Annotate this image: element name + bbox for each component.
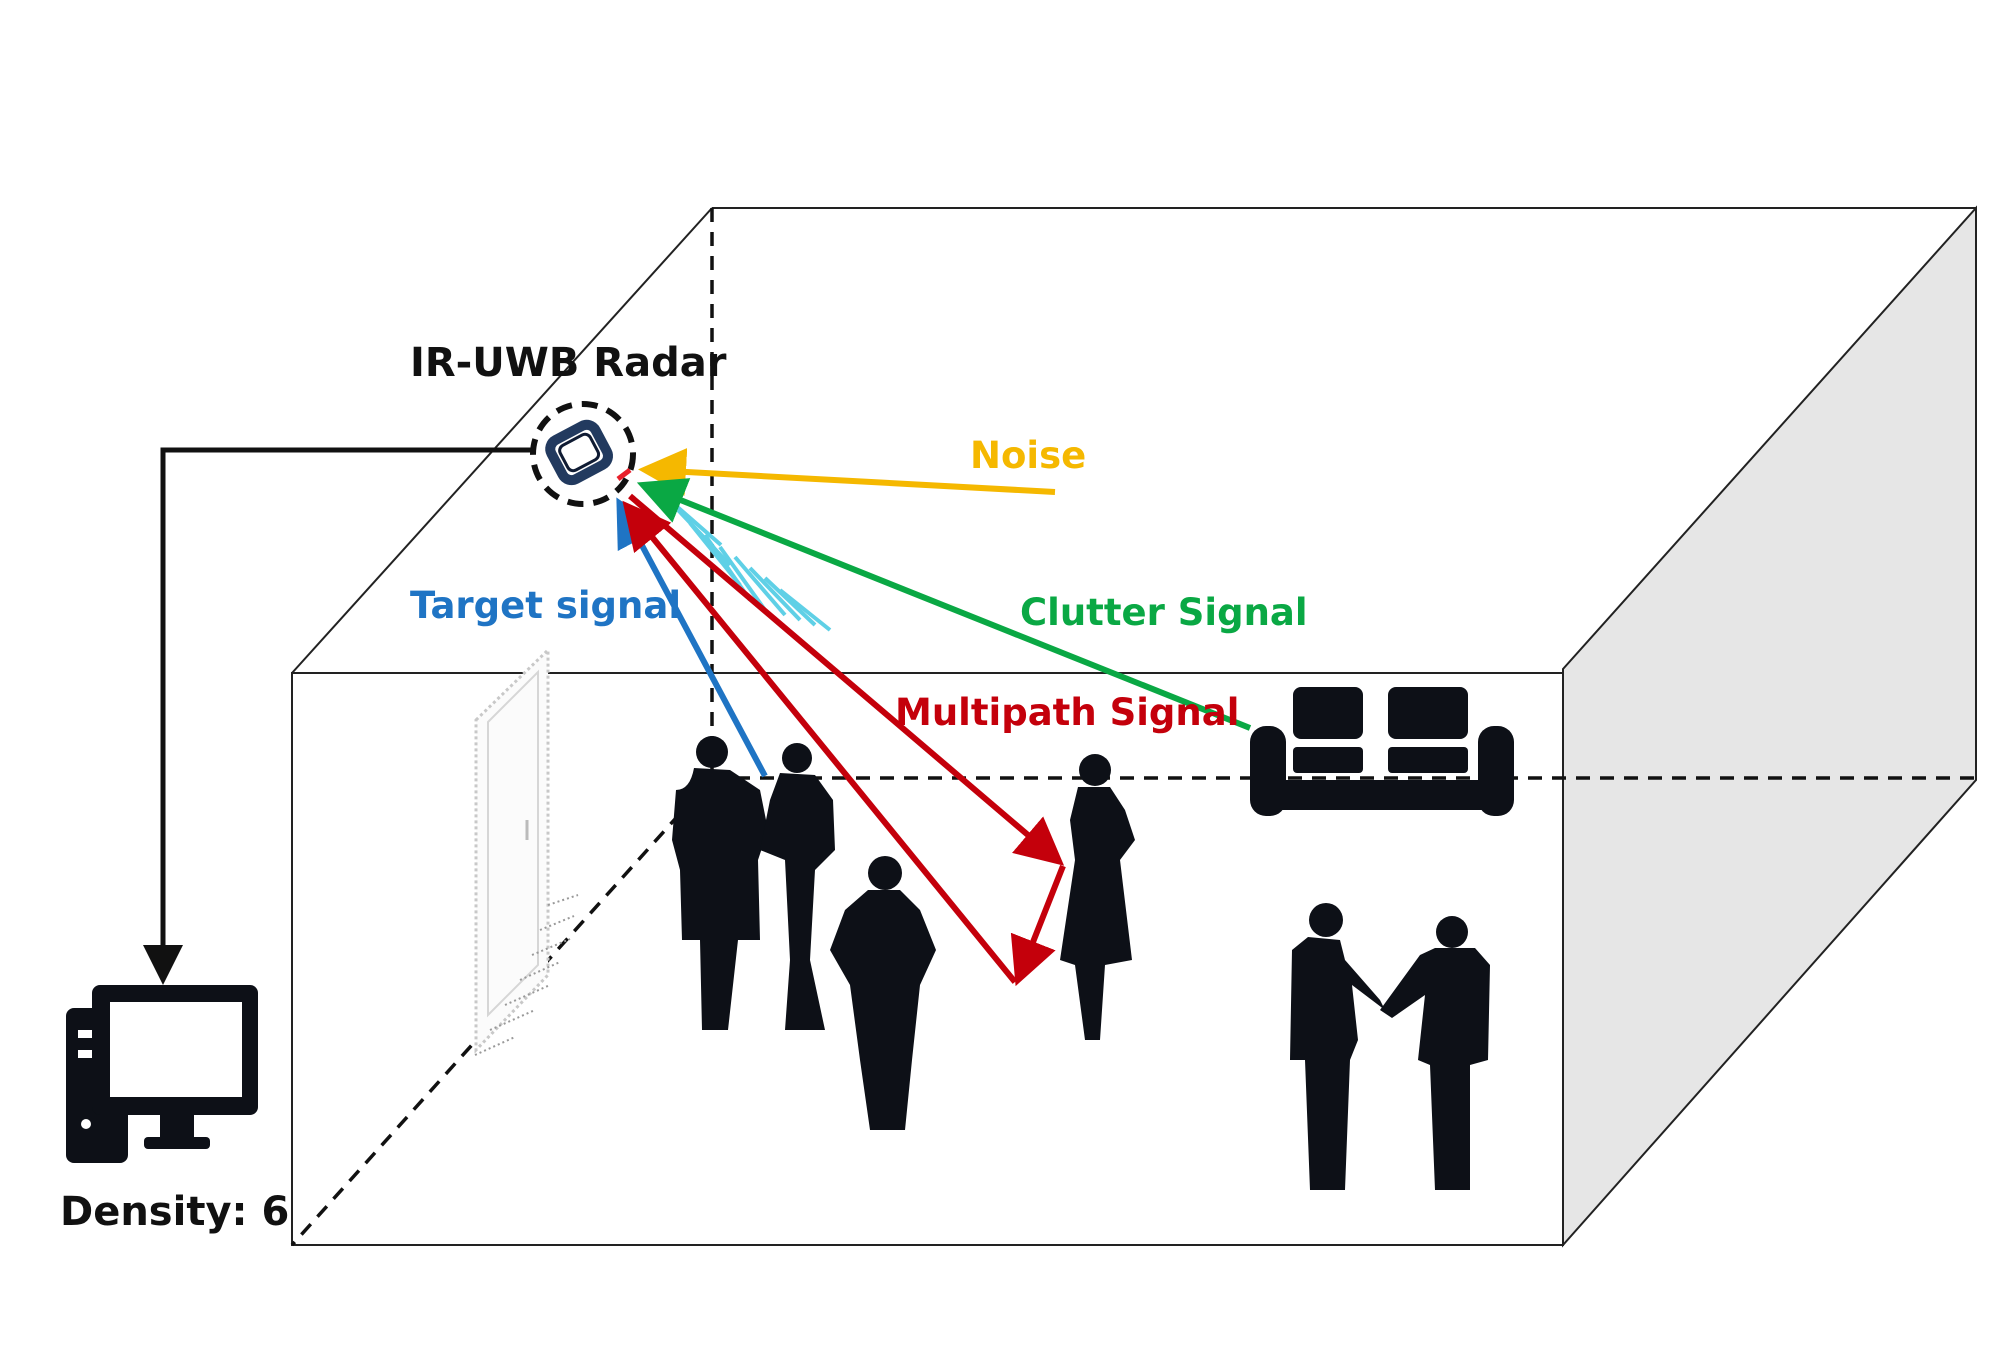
room-front-face: [291, 672, 1564, 1246]
clutter-signal-label: Clutter Signal: [1020, 591, 1308, 634]
clutter-arrow: [636, 478, 1252, 731]
sofa-icon: [1250, 687, 1514, 816]
radar-to-computer-cable: [143, 447, 533, 985]
multipath-arrow-bounce: [1010, 864, 1066, 987]
radar-label: IR-UWB Radar: [410, 340, 727, 386]
person-silhouette: [1380, 916, 1490, 1190]
multipath-arrow-return: [622, 500, 1018, 984]
room-top-left-edge: [291, 207, 713, 674]
multipath-signal-label: Multipath Signal: [895, 691, 1239, 734]
people-silhouettes: [672, 736, 1490, 1190]
person-silhouette: [1060, 754, 1135, 1040]
person-silhouette: [1290, 903, 1385, 1190]
signal-arrows: [616, 447, 1252, 987]
person-silhouette: [830, 856, 936, 1130]
computer-icon: [66, 985, 258, 1163]
target-signal-label: Target signal: [410, 584, 681, 627]
radar-emission-waves: [664, 495, 832, 632]
noise-label: Noise: [970, 434, 1086, 477]
radar-device-icon: [530, 401, 636, 507]
noise-arrow: [638, 447, 1056, 496]
density-label: Density: 6: [60, 1189, 289, 1235]
multipath-arrow-out: [628, 493, 1065, 866]
room-side-wall: [1562, 205, 1977, 1248]
person-silhouette: [760, 743, 835, 1030]
door-icon: [474, 646, 579, 1056]
person-silhouette: [672, 736, 768, 1030]
